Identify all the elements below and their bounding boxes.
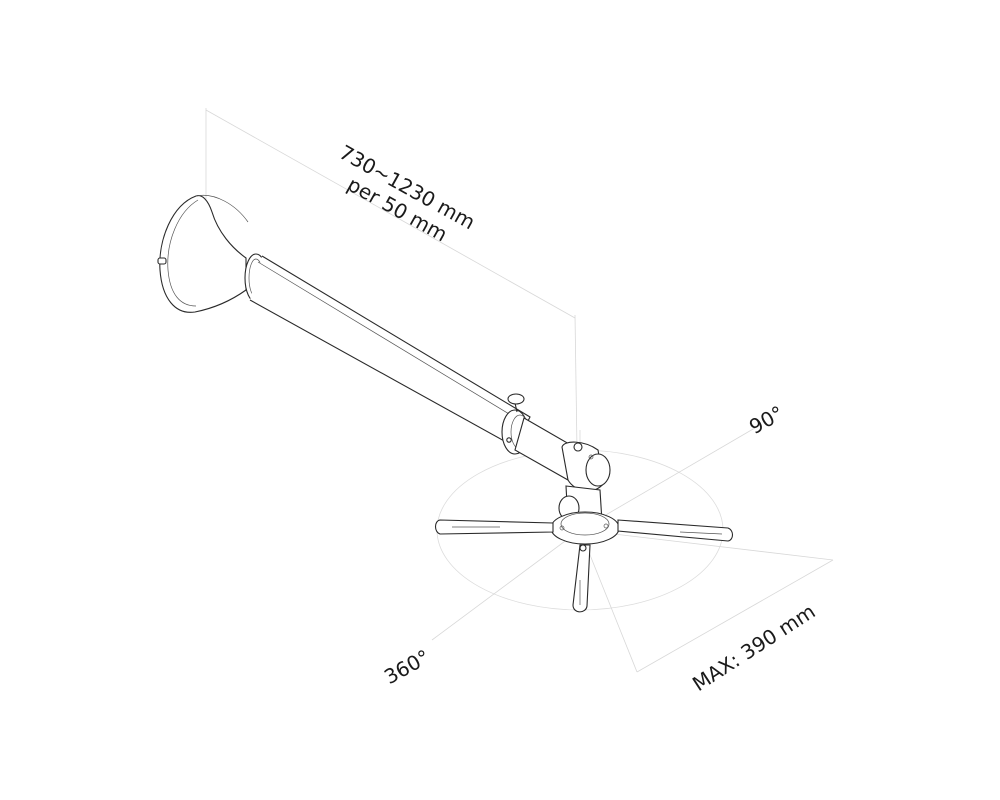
spider-legs [434, 519, 734, 613]
leg-right [617, 519, 734, 542]
wall-plate [157, 194, 268, 313]
leg-front [572, 544, 591, 613]
tilt-head [561, 441, 611, 492]
spider-plate [550, 511, 620, 545]
extension-arm [249, 255, 531, 448]
